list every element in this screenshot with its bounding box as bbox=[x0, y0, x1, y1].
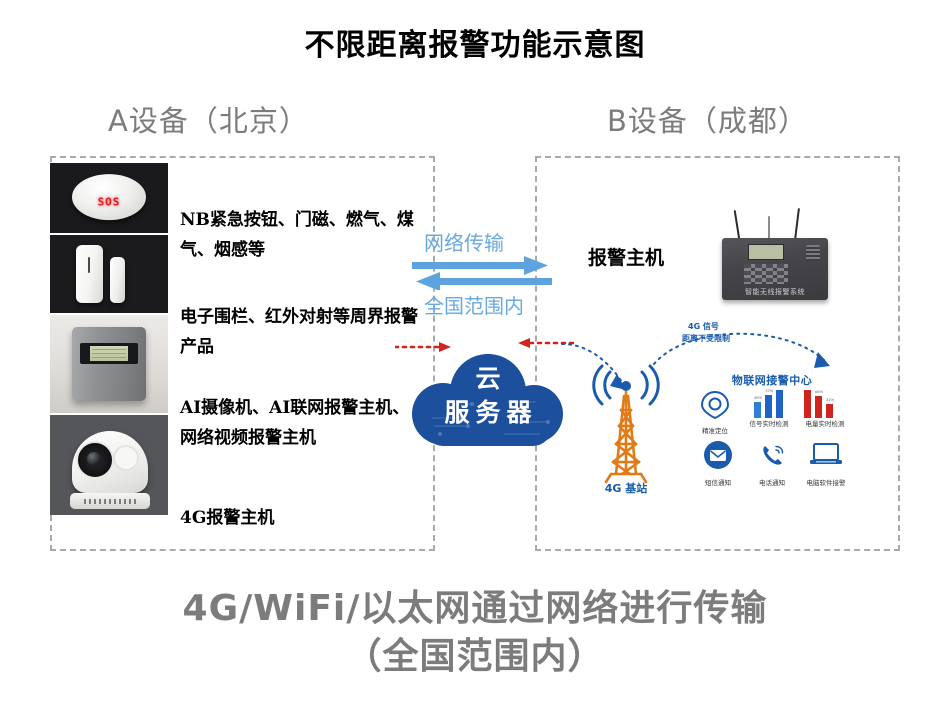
section-heading-device-b: B设备（成都） bbox=[607, 104, 808, 138]
photo-door-magnet-sensor bbox=[50, 235, 168, 313]
envelope-icon bbox=[704, 441, 732, 469]
4g-base-station-label: 4G 基站 bbox=[604, 482, 648, 495]
svg-text:45%: 45% bbox=[754, 395, 762, 400]
cloud-server-icon: 云 服务器 bbox=[398, 348, 578, 458]
device-list-item-4g-host: 4G报警主机 bbox=[180, 508, 275, 528]
notify-item-call: 电话通知 bbox=[746, 440, 798, 487]
host-keypad bbox=[744, 264, 788, 284]
photo-smoke-detector: SOS bbox=[50, 163, 168, 233]
laptop-icon bbox=[810, 443, 842, 464]
4g-base-station-icon bbox=[578, 362, 674, 487]
iot-item-location: 精准定位 bbox=[692, 388, 738, 435]
red-dotted-arrow-left-icon bbox=[393, 340, 457, 359]
notify-item-pc-caption: 电脑软件接警 bbox=[806, 479, 846, 487]
notify-item-sms: 短信通知 bbox=[692, 440, 744, 487]
photo-dome-camera bbox=[50, 415, 168, 515]
nationwide-range-label: 全国范围内 bbox=[424, 294, 524, 318]
footer-caption: 4G/WiFi/以太网通过网络进行传输 （全国范围内） bbox=[0, 585, 950, 681]
iot-item-signal: 45% 72% 96% 信号实时检测 bbox=[742, 383, 796, 428]
iot-item-location-caption: 精准定位 bbox=[702, 427, 728, 435]
iot-center-title: 物联网接警中心 bbox=[731, 374, 813, 387]
device-b-panel bbox=[535, 156, 900, 551]
svg-text:72%: 72% bbox=[765, 388, 773, 393]
signal-label-line2: 距离不受限制 bbox=[682, 334, 730, 343]
iot-item-battery-caption: 电量实时检测 bbox=[805, 420, 845, 428]
smoke-detector-led-text: SOS bbox=[97, 195, 121, 209]
device-list-item-sensors: NB紧急按钮、门磁、燃气、煤气、烟感等 bbox=[180, 210, 414, 260]
phone-ring-icon bbox=[763, 445, 784, 465]
4g-signal-arc-icon bbox=[653, 332, 830, 368]
iot-metrics-row: 精准定位 45% 72% 96% 信号实时检测 bbox=[692, 383, 852, 435]
signal-label-line1: 4G 信号 bbox=[688, 322, 719, 331]
battery-bars-icon: 98% 66% 31% bbox=[798, 383, 852, 418]
red-dotted-arrow-right-icon bbox=[512, 336, 576, 355]
notify-item-call-caption: 电话通知 bbox=[759, 479, 785, 487]
notify-item-pc: 电脑软件接警 bbox=[800, 440, 852, 487]
host-lcd-screen bbox=[748, 244, 784, 260]
notify-item-sms-caption: 短信通知 bbox=[705, 479, 731, 487]
svg-text:66%: 66% bbox=[815, 389, 823, 394]
iot-item-battery: 98% 66% 31% 电量实时检测 bbox=[798, 383, 852, 428]
host-speaker-icon bbox=[806, 245, 820, 261]
location-pin-icon bbox=[700, 390, 730, 420]
host-brand-text: 智能无线报警系统 bbox=[745, 288, 805, 296]
notification-methods-row: 短信通知 电话通知 电脑软件接警 bbox=[692, 440, 852, 487]
signal-bars-icon: 45% 72% 96% bbox=[742, 383, 796, 418]
page-title: 不限距离报警功能示意图 bbox=[304, 28, 646, 63]
alarm-host-device: 智能无线报警系统 bbox=[722, 238, 828, 300]
section-heading-device-a: A设备（北京） bbox=[108, 104, 309, 138]
footer-line-2: （全国范围内） bbox=[345, 636, 605, 677]
svg-text:31%: 31% bbox=[826, 397, 834, 402]
iot-item-signal-caption: 信号实时检测 bbox=[749, 420, 789, 428]
photo-alarm-control-panel bbox=[50, 315, 168, 413]
alarm-host-label: 报警主机 bbox=[588, 247, 665, 269]
antenna-icon-2 bbox=[768, 216, 770, 240]
device-list-item-perimeter: 电子围栏、红外对射等周界报警产品 bbox=[180, 307, 418, 357]
footer-line-1: 4G/WiFi/以太网通过网络进行传输 bbox=[182, 588, 768, 629]
network-transfer-label: 网络传输 bbox=[424, 231, 504, 255]
bidirectional-arrows-icon bbox=[412, 256, 552, 291]
device-list-item-ai-camera: AI摄像机、AI联网报警主机、网络视频报警主机 bbox=[180, 398, 410, 448]
